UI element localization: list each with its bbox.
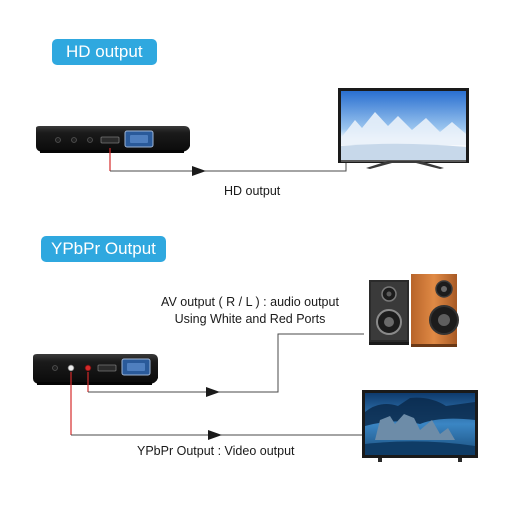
video-connector-line (70, 372, 362, 440)
arrow-icon (208, 430, 222, 440)
video-output-caption: YPbPr Output : Video output (137, 444, 295, 458)
hd-output-badge: HD output (52, 39, 157, 65)
hd-connector-line (109, 148, 347, 176)
audio-output-caption: AV output ( R / L ) : audio output Using… (158, 295, 342, 326)
audio-output-caption-line1: AV output ( R / L ) : audio output (161, 295, 339, 309)
media-player-device-icon (33, 354, 158, 385)
tv-icon (338, 88, 469, 169)
media-player-device-icon (36, 126, 190, 153)
audio-connector-line (87, 333, 364, 397)
speaker-icon (411, 274, 459, 347)
arrow-icon (192, 166, 206, 176)
ypbpr-output-badge: YPbPr Output (41, 236, 166, 262)
speaker-icon (369, 280, 409, 345)
audio-output-caption-line2: Using White and Red Ports (174, 312, 326, 326)
hd-output-caption: HD output (224, 184, 281, 198)
arrow-icon (206, 387, 220, 397)
tv-icon (362, 390, 478, 462)
